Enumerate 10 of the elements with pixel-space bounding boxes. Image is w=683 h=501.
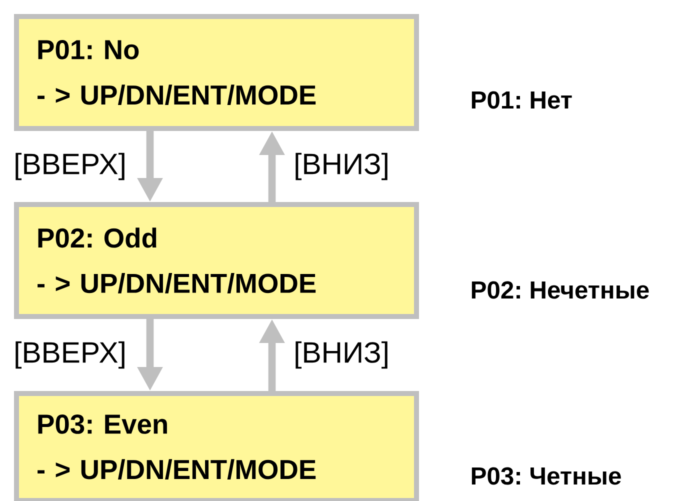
caption-text: P02: Нечетные — [472, 281, 649, 299]
edge-label: [ВНИЗ] — [296, 341, 388, 369]
display-box: P03: Even - > UP/DN/ENT/MODE — [14, 391, 419, 501]
display-box: P01: No - > UP/DN/ENT/MODE — [14, 14, 419, 131]
caption-text: P01: Нет — [472, 91, 572, 109]
edge-label: [ВНИЗ] — [296, 152, 388, 180]
caption-text: P03: Четные — [472, 467, 621, 485]
edge-label: [ВВЕРХ] — [16, 152, 124, 180]
display-box: P02: Odd - > UP/DN/ENT/MODE — [14, 202, 419, 319]
edge-label: [ВВЕРХ] — [16, 341, 124, 369]
